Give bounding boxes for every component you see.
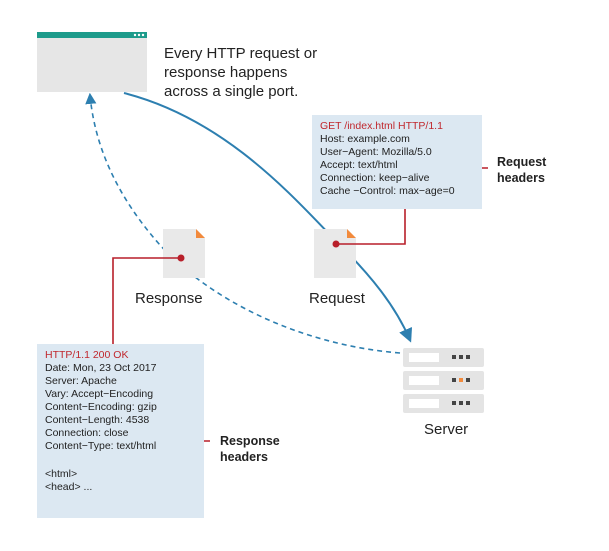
response-document-icon	[163, 229, 205, 278]
request-header-line: Host: example.com	[320, 133, 410, 145]
request-header-line: Accept: text/html	[320, 159, 398, 171]
response-header-line: Content−Type: text/html	[45, 440, 157, 452]
response-headers-box: HTTP/1.1 200 OK Date: Mon, 23 Oct 2017 S…	[37, 344, 204, 518]
request-label: Request	[309, 290, 365, 307]
response-connector	[112, 257, 181, 345]
request-line: GET /index.html HTTP/1.1	[320, 120, 443, 132]
response-label: Response	[135, 290, 203, 307]
request-headers-box: GET /index.html HTTP/1.1 Host: example.c…	[312, 115, 482, 209]
caption-line: response happens	[164, 64, 288, 81]
response-body-line: <html>	[45, 468, 78, 480]
server-icon	[403, 348, 484, 413]
request-connector	[336, 209, 406, 245]
server-label: Server	[424, 421, 469, 438]
request-headers-label: Request headers	[497, 154, 546, 186]
caption: Every HTTP request or response happens a…	[164, 44, 317, 101]
status-line: HTTP/1.1 200 OK	[45, 349, 129, 361]
request-header-line: User−Agent: Mozilla/5.0	[320, 146, 432, 158]
response-header-line: Content−Encoding: gzip	[45, 401, 157, 413]
response-header-line: Server: Apache	[45, 375, 117, 387]
response-header-line: Vary: Accept−Encoding	[45, 388, 154, 400]
response-body-line: <head> ...	[45, 481, 93, 493]
request-document-icon	[314, 229, 356, 278]
response-headers-label-line: headers	[220, 450, 268, 464]
response-headers-label: Response headers	[220, 433, 280, 465]
browser-window-icon	[37, 32, 147, 92]
response-connector-dot	[177, 254, 185, 262]
request-connector-dot	[332, 240, 340, 248]
caption-line: across a single port.	[164, 83, 299, 100]
response-header-line: Connection: close	[45, 427, 129, 439]
request-headers-label-line: headers	[497, 171, 545, 185]
response-header-line: Date: Mon, 23 Oct 2017	[45, 362, 157, 374]
response-header-line: Content−Length: 4538	[45, 414, 150, 426]
request-header-line: Connection: keep−alive	[320, 172, 430, 184]
request-headers-label-line: Request	[497, 155, 547, 169]
request-header-line: Cache −Control: max−age=0	[320, 185, 455, 197]
caption-line: Every HTTP request or	[164, 45, 318, 62]
response-headers-label-line: Response	[220, 434, 280, 448]
